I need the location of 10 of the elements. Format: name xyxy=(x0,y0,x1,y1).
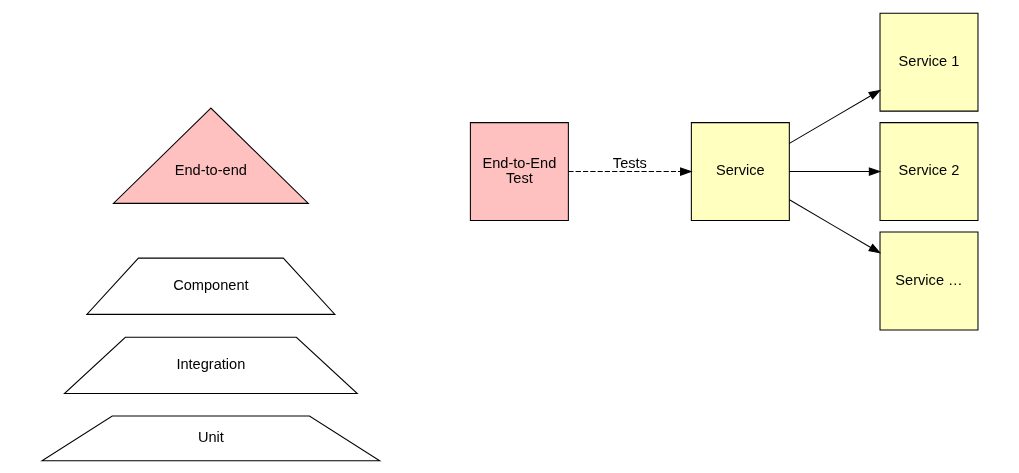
arrow xyxy=(567,166,693,176)
node-box: Service 1 xyxy=(879,12,978,112)
arrow xyxy=(788,89,881,144)
edge-label: Tests xyxy=(612,154,647,171)
node-box: Service xyxy=(690,121,790,221)
node-box: End-to-End Test xyxy=(469,121,569,221)
arrow xyxy=(788,198,881,254)
arrow xyxy=(788,166,881,176)
node-box: Service 2 xyxy=(879,121,978,221)
node-box: Service … xyxy=(879,231,978,331)
